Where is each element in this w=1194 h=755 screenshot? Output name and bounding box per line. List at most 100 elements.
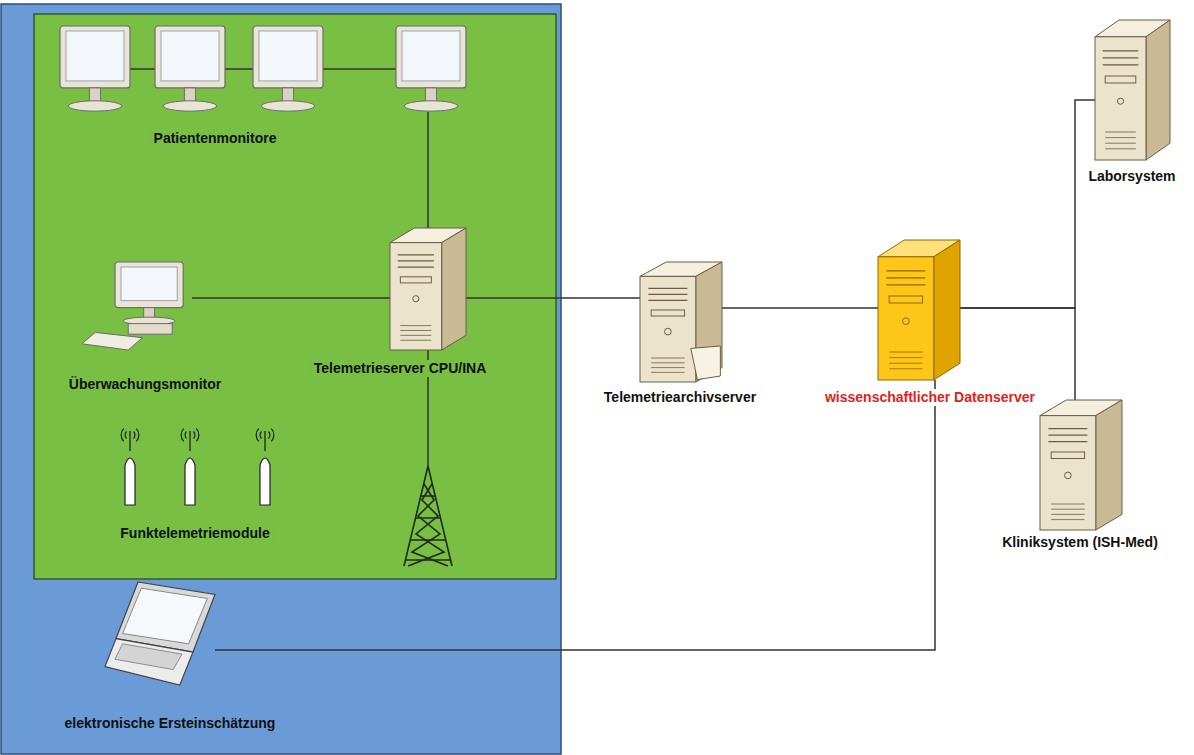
power-button	[1117, 98, 1123, 104]
icon-svg	[1040, 400, 1122, 530]
node-label: Patientenmonitore	[151, 130, 280, 147]
monitor-base	[261, 101, 314, 111]
vent-line	[889, 357, 922, 358]
radio-tower	[404, 466, 452, 566]
monitor-screen	[259, 31, 317, 81]
workstation-icon-drawing	[82, 262, 183, 350]
drive-slot	[648, 300, 687, 301]
vent-line	[651, 358, 684, 359]
power-button	[1065, 472, 1072, 479]
drive-slot	[1103, 57, 1139, 58]
connector	[722, 307, 878, 309]
laptop-base	[105, 639, 193, 685]
antenna-rod	[264, 431, 265, 451]
icon-svg	[82, 262, 192, 350]
tower-rungs	[406, 496, 450, 560]
pc-monitor	[115, 262, 183, 325]
node-label: wissenschaftlicher Datenserver	[822, 389, 1038, 406]
archive-server-icon-drawing	[640, 262, 722, 382]
drive-slot	[886, 284, 925, 285]
vent-line	[1105, 143, 1136, 144]
drive-bay	[1105, 76, 1136, 83]
vent-line	[1105, 137, 1136, 138]
vent-line	[400, 335, 431, 336]
monitor-bezel	[60, 26, 130, 88]
drive-bay	[1051, 452, 1084, 459]
vent-line	[889, 352, 922, 353]
power-button	[903, 318, 910, 325]
icon-svg	[105, 582, 215, 685]
monitor-neck	[425, 88, 436, 102]
monitor-screen	[161, 31, 219, 81]
green-region	[34, 14, 556, 579]
vent-line	[1105, 132, 1136, 133]
radio-wave	[185, 432, 195, 439]
server-side	[1146, 20, 1170, 160]
monitor-neck	[144, 308, 155, 318]
vent-line	[400, 330, 431, 331]
drive-slot	[1103, 50, 1139, 51]
connector	[427, 112, 429, 228]
server-front	[640, 276, 696, 382]
data-server-icon: wissenschaftlicher Datenserver	[878, 240, 960, 380]
monitor-group-drawing	[60, 26, 466, 111]
server-front	[1040, 416, 1096, 530]
power-button	[413, 296, 419, 302]
drive-slot	[1048, 428, 1087, 429]
lab-server-icon-drawing	[1095, 20, 1170, 160]
radio-wave	[125, 432, 135, 439]
icon-svg	[878, 240, 960, 380]
drive-slot	[886, 277, 925, 278]
data-server-icon-drawing	[878, 240, 960, 380]
lab-server-icon: Laborsystem	[1095, 20, 1170, 160]
server-side	[442, 228, 466, 350]
vent-line	[400, 340, 431, 341]
drive-bay	[651, 310, 684, 316]
vent-line	[651, 372, 684, 373]
radio-wave	[181, 429, 199, 442]
connector	[466, 297, 640, 299]
vent-line	[1051, 509, 1084, 510]
laptop-icon-drawing	[105, 582, 215, 685]
drive-slot	[398, 260, 434, 261]
server-side	[1096, 400, 1122, 530]
server-front	[878, 257, 934, 380]
clinic-server-icon-drawing	[1040, 400, 1122, 530]
radio-wave	[121, 429, 139, 442]
server-side	[934, 240, 960, 380]
clinic-server-icon: Kliniksystem (ISH-Med)	[1040, 400, 1122, 530]
vent-line	[1051, 519, 1084, 520]
drive-bay	[400, 277, 431, 283]
antenna-rod	[129, 431, 130, 451]
icon-svg	[390, 228, 466, 350]
radio-wave	[256, 429, 274, 442]
monitor-bezel	[115, 262, 183, 308]
server-front	[390, 243, 442, 350]
antenna-body	[260, 458, 270, 505]
monitor-neck	[184, 88, 195, 102]
telemetry-modules-drawing	[121, 429, 274, 505]
drive-slot	[398, 254, 434, 255]
connector	[192, 297, 390, 299]
monitor-bezel	[155, 26, 225, 88]
archive-server-icon: Telemetriearchivserver	[640, 262, 722, 382]
drive-slot	[648, 288, 687, 289]
icon-svg	[640, 262, 722, 382]
connector	[215, 380, 935, 650]
drive-slot	[1048, 441, 1087, 442]
drive-slot	[1048, 435, 1087, 436]
monitor-screen	[121, 267, 177, 301]
monitor-neck	[89, 88, 100, 102]
document-sheet	[691, 346, 721, 380]
monitor-base	[404, 101, 457, 111]
monitor-bezel	[253, 26, 323, 88]
tower-legs	[404, 466, 452, 566]
connector	[960, 100, 1095, 308]
power-button	[665, 328, 672, 335]
vent-line	[1051, 504, 1084, 505]
node-label: Telemetrieserver CPU/INA	[311, 360, 489, 377]
antenna-body	[185, 458, 195, 505]
icon-svg	[1095, 20, 1170, 160]
radio-wave	[260, 432, 270, 439]
